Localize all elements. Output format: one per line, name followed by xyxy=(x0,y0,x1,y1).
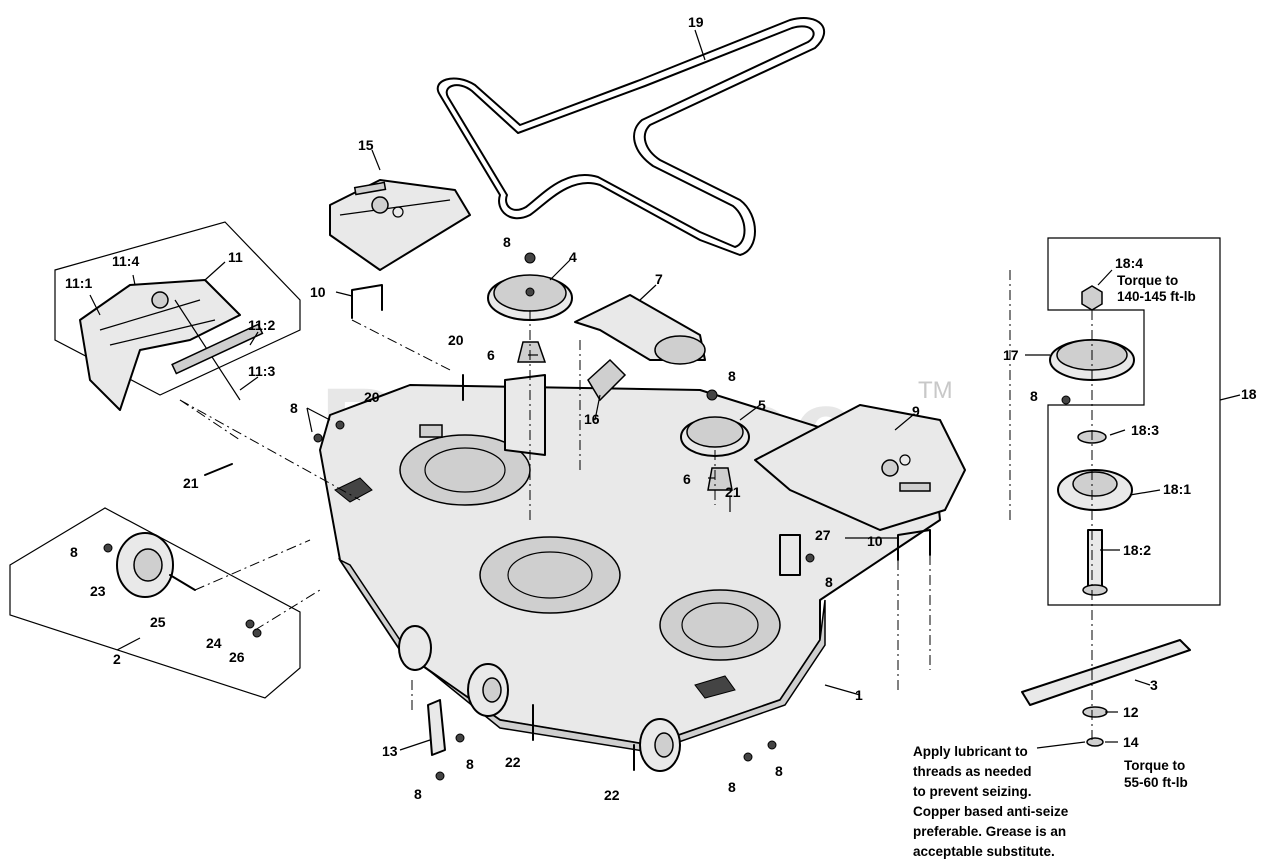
lubricant-note-line3: to prevent seizing. xyxy=(913,784,1032,799)
belt-part-19 xyxy=(436,17,826,256)
callout-8-b: 8 xyxy=(728,368,736,384)
callout-21-a: 21 xyxy=(725,484,741,500)
callout-18-2: 18:2 xyxy=(1123,542,1151,558)
lubricant-note-line2: threads as needed xyxy=(913,764,1032,779)
callout-21-b: 21 xyxy=(183,475,199,491)
callout-4: 4 xyxy=(569,249,577,265)
callout-8-i: 8 xyxy=(775,763,783,779)
callout-12: 12 xyxy=(1123,704,1139,720)
callout-8-c: 8 xyxy=(290,400,298,416)
callout-9: 9 xyxy=(912,403,920,419)
fasteners xyxy=(204,252,1071,781)
callout-20-b: 20 xyxy=(364,389,380,405)
callout-22-a: 22 xyxy=(505,754,521,770)
callout-18-1: 18:1 xyxy=(1163,481,1191,497)
callout-25: 25 xyxy=(150,614,166,630)
callout-11-4: 11:4 xyxy=(112,253,139,269)
cover-part-9 xyxy=(754,404,966,531)
callout-15: 15 xyxy=(358,137,374,153)
callout-8-j: 8 xyxy=(1030,388,1038,404)
torque-note-14-line2: 55-60 ft-lb xyxy=(1124,775,1188,790)
callout-1: 1 xyxy=(855,687,863,703)
leader-lines xyxy=(89,29,1241,751)
callout-18: 18 xyxy=(1241,386,1257,402)
callout-17: 17 xyxy=(1003,347,1019,363)
callout-24: 24 xyxy=(206,635,222,651)
cover-part-15 xyxy=(329,179,471,271)
torque-note-18-4-line2: 140-145 ft-lb xyxy=(1117,289,1196,304)
torque-note-18-4-line1: Torque to xyxy=(1117,273,1178,288)
callout-3: 3 xyxy=(1150,677,1158,693)
callout-11-2: 11:2 xyxy=(248,317,275,333)
callout-11: 11 xyxy=(228,249,243,265)
spindle-group-18 xyxy=(1021,237,1221,747)
callout-8-f: 8 xyxy=(466,756,474,772)
group-11-box xyxy=(54,221,301,411)
callout-23: 23 xyxy=(90,583,106,599)
callout-10-a: 10 xyxy=(310,284,326,300)
callout-27: 27 xyxy=(815,527,831,543)
group-2-box xyxy=(9,507,301,699)
callout-5: 5 xyxy=(758,397,766,413)
callout-16: 16 xyxy=(584,411,600,427)
callout-8-a: 8 xyxy=(503,234,511,250)
torque-note-14: Torque to 55-60 ft-lb xyxy=(1124,758,1188,790)
callout-8-h: 8 xyxy=(728,779,736,795)
lubricant-note-line4: Copper based anti-seize xyxy=(913,804,1069,819)
callout-8-d: 8 xyxy=(825,574,833,590)
lubricant-note: Apply lubricant to threads as needed to … xyxy=(913,744,1069,859)
callout-19: 19 xyxy=(688,14,704,30)
callout-13: 13 xyxy=(382,743,398,759)
callout-8-e: 8 xyxy=(70,544,78,560)
callout-7: 7 xyxy=(655,271,663,287)
callout-26: 26 xyxy=(229,649,245,665)
callout-11-3: 11:3 xyxy=(248,363,275,379)
callout-20-a: 20 xyxy=(448,332,464,348)
pulleys xyxy=(487,274,750,491)
lubricant-note-line6: acceptable substitute. xyxy=(913,844,1055,859)
lubricant-note-line5: preferable. Grease is an xyxy=(913,824,1066,839)
callout-2: 2 xyxy=(113,651,121,667)
watermark-tm: TM xyxy=(918,377,953,404)
callout-labels: 19 15 8 4 7 10 11 11:4 11:1 11:2 11:3 20… xyxy=(65,14,1257,803)
callout-11-1: 11:1 xyxy=(65,275,92,291)
callout-6-a: 6 xyxy=(487,347,495,363)
callout-8-g: 8 xyxy=(414,786,422,802)
callout-18-4: 18:4 xyxy=(1115,255,1143,271)
assembly-lines xyxy=(179,270,1011,710)
lubricant-note-line1: Apply lubricant to xyxy=(913,744,1028,759)
callout-18-3: 18:3 xyxy=(1131,422,1159,438)
callout-10-b: 10 xyxy=(867,533,883,549)
callout-6-b: 6 xyxy=(683,471,691,487)
torque-note-14-line1: Torque to xyxy=(1124,758,1185,773)
callout-14: 14 xyxy=(1123,734,1139,750)
mower-deck-part-1 xyxy=(319,284,941,772)
callout-22-b: 22 xyxy=(604,787,620,803)
torque-note-18-4: Torque to 140-145 ft-lb xyxy=(1117,273,1196,304)
